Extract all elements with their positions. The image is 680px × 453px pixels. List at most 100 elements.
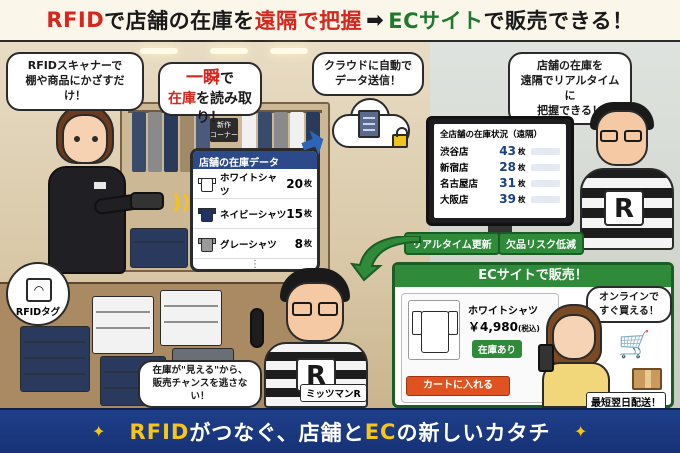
instant-read-bubble: 一瞬で 在庫を読み取り！ bbox=[158, 62, 262, 126]
store-unit: 枚 bbox=[518, 146, 526, 156]
add-to-cart-button[interactable]: カートに入れる bbox=[406, 376, 510, 396]
row-bar bbox=[530, 163, 560, 171]
product-name: ホワイトシャツ bbox=[468, 306, 538, 317]
rfid-scanner-icon bbox=[130, 192, 164, 210]
item-unit: 枚 bbox=[304, 179, 312, 188]
shirt-stack bbox=[92, 296, 154, 354]
wifi-icon: ◠ bbox=[26, 278, 52, 302]
instant-word: 一瞬 bbox=[186, 68, 220, 88]
shirt-stack bbox=[130, 228, 188, 268]
footer-ec: EC bbox=[364, 419, 397, 444]
shirt-icon bbox=[198, 236, 216, 252]
sparkle-icon: ✦ bbox=[92, 422, 107, 441]
rfid-tag-icon: ◠ bbox=[6, 262, 70, 326]
tax-note: (税込) bbox=[517, 324, 540, 333]
shelf-sign: 新作 コーナー bbox=[210, 118, 238, 142]
row-bar bbox=[530, 195, 560, 203]
scanner-speech-bubble: RFIDスキャナーで 棚や商品にかざすだけ！ bbox=[6, 52, 144, 111]
product-card[interactable]: ホワイトシャツ ￥4,980(税込) 在庫あり カートに入れる bbox=[401, 293, 559, 403]
mascot-speech-bubble: 在庫が"見える"から、 販売チャンスを逃さない！ bbox=[138, 360, 262, 409]
customer-woman bbox=[536, 300, 616, 408]
flow-arrow-icon bbox=[350, 236, 421, 282]
item-qty: 20 bbox=[286, 176, 303, 191]
cloud-speech-bubble: クラウドに自動で データ送信！ bbox=[312, 52, 424, 96]
title-rfid: RFID bbox=[46, 8, 105, 32]
footer-connects: がつなぐ、店舗と bbox=[189, 420, 365, 445]
product-price: ￥4,980(税込) bbox=[468, 318, 540, 335]
item-name: ネイビーシャツ bbox=[220, 209, 287, 221]
shirt-icon bbox=[198, 206, 216, 222]
rfid-tag-label: RFIDタグ bbox=[15, 307, 61, 318]
stockout-tag: 欠品リスク低減 bbox=[498, 232, 584, 255]
item-unit: 枚 bbox=[304, 239, 312, 248]
stock-status-badge: 在庫あり bbox=[472, 340, 523, 358]
shirt-stack bbox=[160, 290, 222, 346]
monitor-title: 全店舗の在庫状況（遠隔） bbox=[440, 130, 543, 140]
shirt-stack bbox=[20, 326, 90, 392]
item-name: ホワイトシャツ bbox=[220, 172, 278, 198]
shipping-box-icon bbox=[632, 368, 662, 390]
store-qty: 31 bbox=[499, 176, 516, 190]
smartphone-icon bbox=[538, 344, 554, 372]
store-qty: 28 bbox=[499, 160, 516, 174]
product-image bbox=[408, 300, 460, 360]
staff-woman: ))) bbox=[34, 100, 199, 280]
page-title: RFID で店舗の在庫を 遠隔で把握 ➡ ECサイト で販売できる！ bbox=[0, 0, 680, 42]
read-text: を読み取り！ bbox=[196, 90, 252, 126]
row-bar bbox=[530, 179, 560, 187]
store-name: 新宿店 bbox=[440, 163, 469, 174]
store-stock-title: 店舗の在庫データ bbox=[193, 151, 317, 169]
ceiling-light-icon bbox=[210, 48, 248, 54]
title-store-stock: で店舗の在庫を bbox=[104, 9, 255, 33]
footer-banner: ✦ RFID がつなぐ、店舗と EC の新しいカタチ ✦ bbox=[0, 408, 680, 453]
manager-character: R bbox=[574, 100, 680, 250]
footer-new-form: の新しいカタチ bbox=[396, 420, 551, 445]
shirt-icon bbox=[198, 176, 216, 192]
store-qty: 39 bbox=[499, 192, 516, 206]
r-logo-icon: R bbox=[604, 190, 644, 226]
server-icon bbox=[358, 110, 380, 138]
more-icon: ⋮ bbox=[250, 259, 260, 270]
store-name: 大阪店 bbox=[440, 195, 469, 206]
title-arrow-icon: ➡ bbox=[366, 8, 385, 32]
title-remote: 遠隔で把握 bbox=[254, 9, 363, 33]
shopping-cart-icon: 🛒 bbox=[618, 330, 651, 360]
price-value: ￥4,980 bbox=[468, 320, 518, 334]
pointing-hand-icon bbox=[250, 308, 264, 348]
item-name: グレーシャツ bbox=[220, 239, 277, 251]
ceiling-light-icon bbox=[270, 48, 308, 54]
instant-particle: で bbox=[220, 71, 234, 87]
cloud-icon bbox=[322, 96, 418, 152]
store-name: 渋谷店 bbox=[440, 147, 469, 158]
sparkle-icon: ✦ bbox=[574, 422, 589, 441]
row-bar bbox=[530, 147, 560, 155]
store-unit: 枚 bbox=[518, 178, 526, 188]
mascot-name-tag: ミッツマンR bbox=[300, 384, 367, 402]
store-unit: 枚 bbox=[518, 162, 526, 172]
store-qty: 43 bbox=[499, 144, 516, 158]
staff-badge-icon bbox=[94, 182, 106, 189]
title-can-sell: で販売できる！ bbox=[483, 9, 634, 33]
lock-icon bbox=[392, 127, 408, 148]
title-ec-site: ECサイト bbox=[388, 9, 484, 33]
item-qty: 8 bbox=[294, 236, 303, 251]
item-unit: 枚 bbox=[304, 209, 312, 218]
store-name: 名古屋店 bbox=[440, 179, 479, 190]
ec-site-panel: ECサイトで販売！ ホワイトシャツ ￥4,980(税込) 在庫あり カートに入れ… bbox=[392, 262, 674, 408]
store-unit: 枚 bbox=[518, 194, 526, 204]
stock-word: 在庫 bbox=[168, 90, 196, 107]
ec-panel-title: ECサイトで販売！ bbox=[395, 265, 671, 287]
ceiling-light-icon bbox=[140, 48, 178, 54]
customer-speech-bubble: オンラインで すぐ買える！ bbox=[586, 286, 672, 323]
footer-rfid: RFID bbox=[129, 419, 190, 444]
